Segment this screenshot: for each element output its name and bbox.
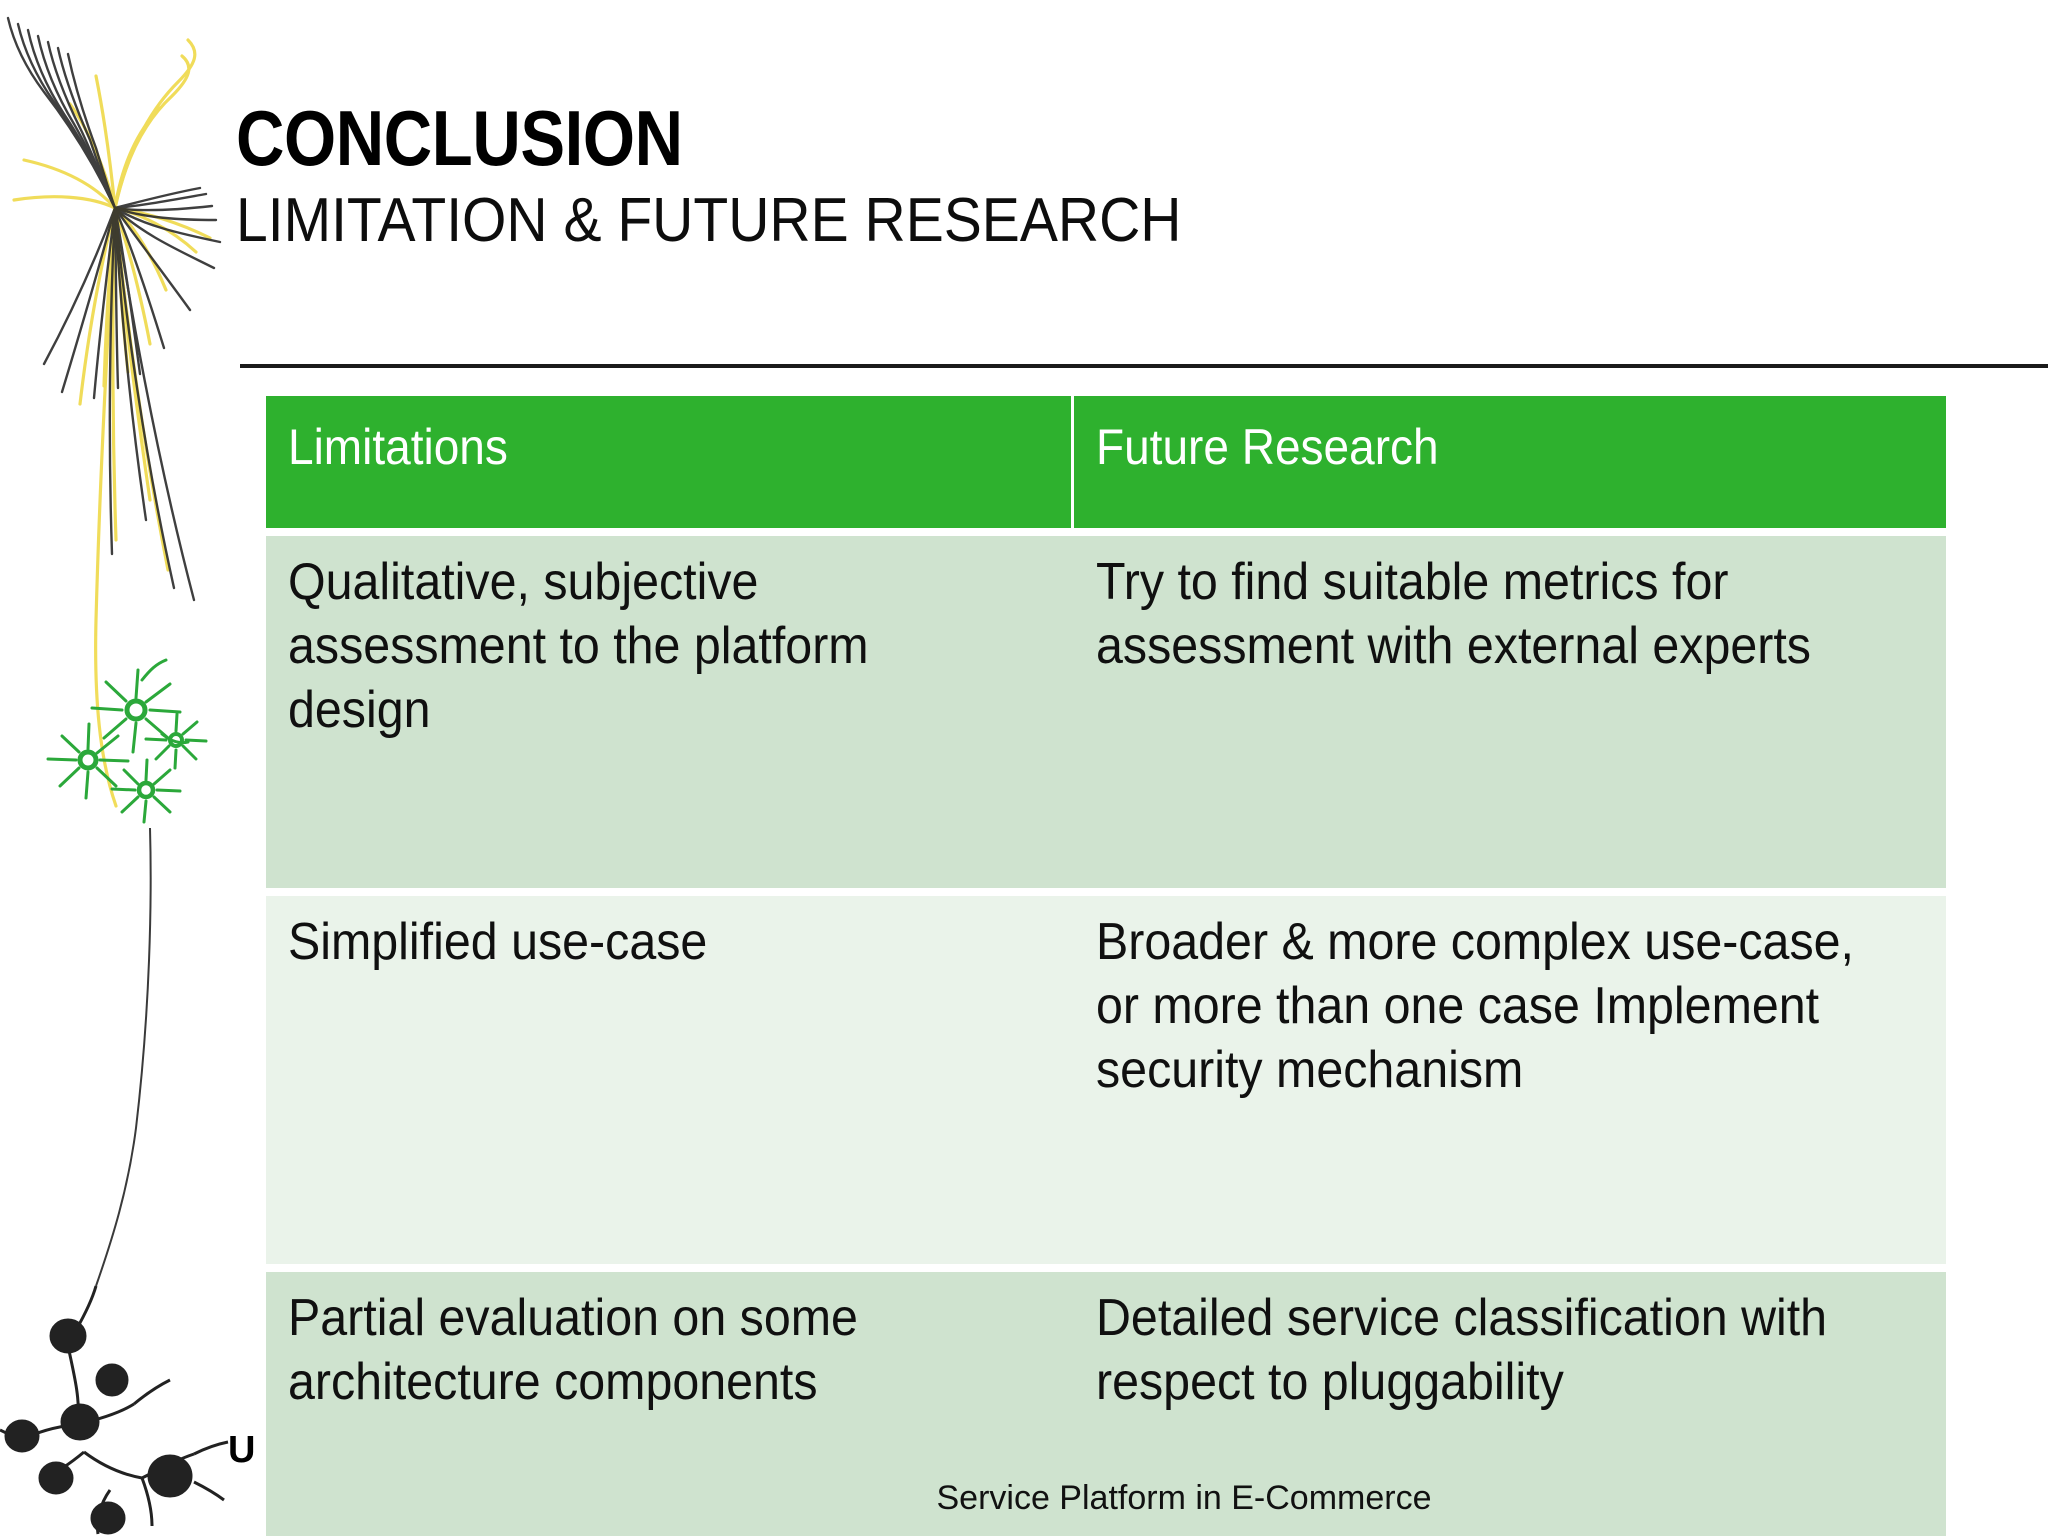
cell-limitation-3: Partial evaluation on some architecture … bbox=[266, 1272, 1074, 1536]
row-gap bbox=[266, 888, 1946, 896]
slide-footer-label: Service Platform in E-Commerce bbox=[936, 1479, 1432, 1517]
stray-character: U bbox=[228, 1429, 256, 1471]
limitations-future-research-table: Limitations Future Research Qualitative,… bbox=[266, 396, 1946, 1536]
stem-line-icon bbox=[95, 827, 152, 1287]
table-row: Simplified use-case Broader & more compl… bbox=[266, 896, 1946, 1264]
slide-footer: Service Platform in E-Commerce bbox=[0, 1478, 2048, 1518]
green-starbursts-icon bbox=[46, 658, 208, 824]
cell-future-2: Broader & more complex use-case, or more… bbox=[1074, 896, 1946, 1264]
heading-block: CONCLUSION LIMITATION & FUTURE RESEARCH bbox=[236, 96, 2036, 256]
table-row: Qualitative, subjective assessment to th… bbox=[266, 536, 1946, 888]
table-row: Partial evaluation on some architecture … bbox=[266, 1272, 1946, 1536]
column-header-future-research: Future Research bbox=[1074, 396, 1946, 528]
page-title: CONCLUSION bbox=[236, 94, 683, 182]
cell-future-3-text: Detailed service classification with res… bbox=[1096, 1289, 1828, 1411]
row-gap bbox=[266, 1264, 1946, 1272]
cell-future-1: Try to find suitable metrics for assessm… bbox=[1074, 536, 1946, 888]
cell-limitation-1: Qualitative, subjective assessment to th… bbox=[266, 536, 1074, 888]
cell-future-2-text: Broader & more complex use-case, or more… bbox=[1096, 913, 1854, 1099]
cell-future-1-text: Try to find suitable metrics for assessm… bbox=[1096, 553, 1811, 675]
cell-limitation-3-text: Partial evaluation on some architecture … bbox=[288, 1289, 858, 1411]
black-strands-icon bbox=[6, 16, 222, 602]
table-header-row: Limitations Future Research bbox=[266, 396, 1946, 528]
row-gap bbox=[266, 528, 1946, 536]
page-subtitle: LIMITATION & FUTURE RESEARCH bbox=[236, 186, 1182, 255]
cell-limitation-2: Simplified use-case bbox=[266, 896, 1074, 1264]
cell-future-3: Detailed service classification with res… bbox=[1074, 1272, 1946, 1536]
title-divider bbox=[240, 364, 2048, 368]
cell-limitation-2-text: Simplified use-case bbox=[288, 913, 708, 971]
decorative-artwork bbox=[0, 0, 230, 1536]
column-header-limitations-label: Limitations bbox=[288, 419, 508, 475]
column-header-future-research-label: Future Research bbox=[1096, 419, 1439, 475]
column-header-limitations: Limitations bbox=[266, 396, 1074, 528]
yellow-strands-icon bbox=[12, 38, 212, 808]
cell-limitation-1-text: Qualitative, subjective assessment to th… bbox=[288, 553, 869, 739]
